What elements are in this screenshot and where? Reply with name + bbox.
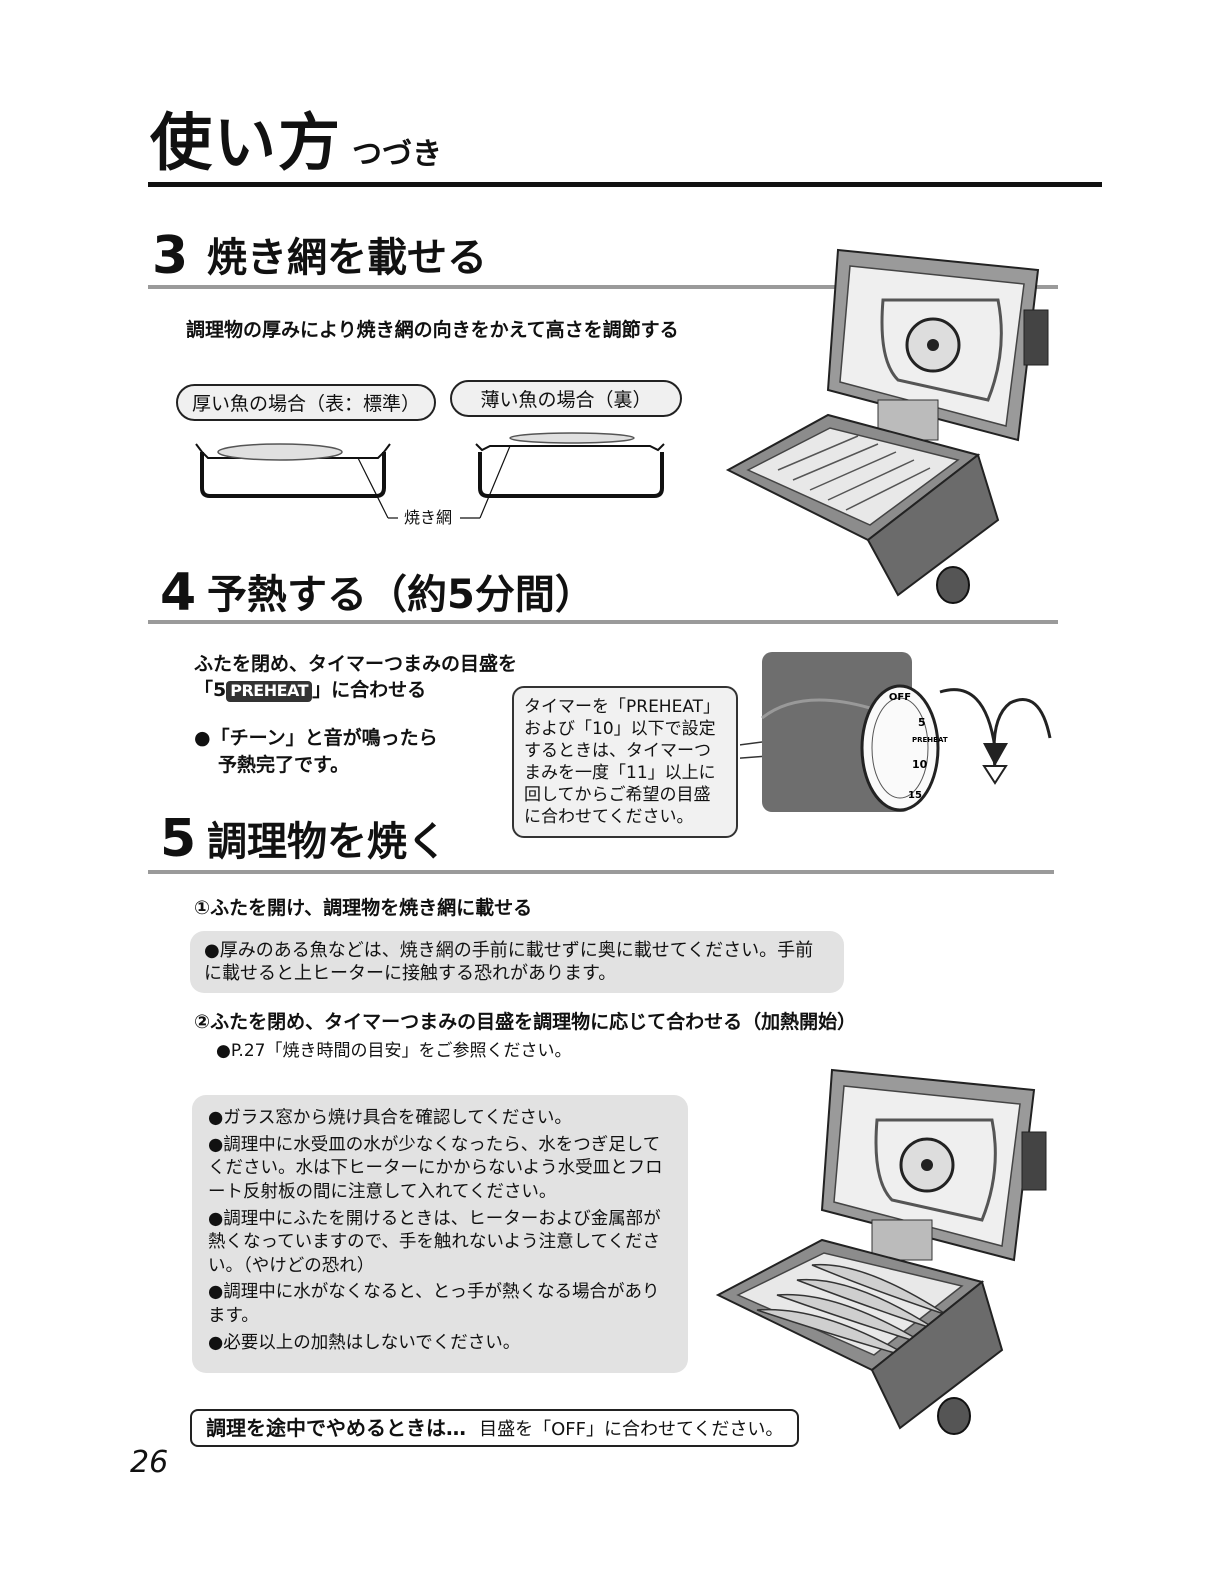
hinge	[871, 1219, 933, 1261]
dial-label-10: 10	[912, 758, 928, 771]
cooking-note-5: ●必要以上の加熱はしないでください。	[208, 1332, 521, 1353]
section4-note-line1: ●「チーン」と音が鳴ったら	[194, 727, 438, 749]
step1-note-box: ●厚みのある魚などは、焼き網の手前に載せずに奥に載せてください。手前に載せると上…	[190, 931, 844, 993]
page-title-sub: つづき	[352, 137, 443, 172]
section4-number: 4	[160, 563, 197, 623]
rack-label: 焼き網	[404, 508, 453, 527]
section3-number: 3	[152, 226, 189, 286]
arrow-cw	[939, 688, 997, 749]
grill-rack	[746, 427, 960, 526]
section5-step2-note: ●P.27「焼き時間の目安」をご参照ください。	[216, 1041, 572, 1061]
cooking-notes-box: ●ガラス窓から焼け具合を確認してください。 ●調理中に水受皿の水が少なくなったら…	[192, 1095, 688, 1373]
thick-fish	[217, 443, 343, 461]
timer-dial-illustration: OFF 5 PREHEAT 10 15	[740, 652, 1052, 812]
section3-title: 焼き網を載せる	[207, 235, 487, 281]
page-title: 使い方つづき	[150, 112, 442, 174]
appliance-illustration-top	[725, 248, 1049, 604]
thin-rack	[475, 443, 665, 452]
section3-desc: 調理物の厚みにより焼き網の向きをかえて高さを調節する	[186, 319, 679, 341]
preheat-badge: PREHEAT	[226, 681, 313, 702]
appliance-illustration-bottom	[715, 1068, 1047, 1435]
timer-callout: タイマーを「PREHEAT」および「10」以下で設定するときは、タイマーつまみを…	[512, 686, 738, 838]
section4-note-line2: 予熱完了です。	[218, 754, 350, 776]
dial-label-preheat: PREHEAT	[912, 736, 948, 744]
timer-dial	[860, 684, 940, 812]
side-handle	[1023, 309, 1049, 366]
section4-instr-line1: ふたを閉め、タイマーつまみの目盛を	[194, 653, 518, 675]
thin-fish	[509, 432, 635, 444]
heater-coil	[874, 1118, 997, 1222]
control-body	[870, 1280, 1004, 1430]
dial-label-15: 15	[908, 790, 922, 801]
thick-tray	[200, 452, 386, 498]
cooking-note-1: ●ガラス窓から焼け具合を確認してください。	[208, 1108, 572, 1128]
arrow-ccw	[992, 698, 1052, 769]
grill-rack	[736, 1252, 964, 1356]
step1-note: ●厚みのある魚などは、焼き網の手前に載せずに奥に載せてください。手前に載せると上…	[204, 940, 814, 985]
title-rule	[148, 182, 1102, 187]
heater-coil	[880, 298, 1003, 402]
stop-cooking-text: 目盛を「OFF」に合わせてください。	[479, 1419, 784, 1440]
rack-diagram	[195, 432, 665, 519]
case-thick-pill: 厚い魚の場合（表：標準）	[176, 384, 437, 421]
dial-label-off: OFF	[889, 692, 911, 703]
section4-rule	[148, 620, 1058, 624]
section5-title: 調理物を焼く	[207, 819, 447, 865]
section4-title: 予熱する（約5分間）	[207, 572, 595, 618]
dial-label-5: 5	[918, 716, 926, 729]
timer-knob	[936, 566, 970, 604]
side-handle	[1021, 1131, 1047, 1191]
case-thin-pill: 薄い魚の場合（裏）	[450, 380, 682, 417]
control-body	[866, 453, 1000, 597]
timer-knob	[937, 1397, 971, 1435]
stop-cooking-label: 調理を途中でやめるときは…	[206, 1416, 466, 1440]
section5-step1: ①ふたを開け、調理物を焼き網に載せる	[194, 897, 533, 919]
page-number: 26	[130, 1445, 169, 1480]
section3-rule	[148, 285, 1058, 289]
cooking-note-2: ●調理中に水受皿の水が少なくなったら、水をつぎ足してください。水は下ヒーターにか…	[208, 1134, 663, 1202]
section5-number: 5	[160, 809, 197, 869]
page-title-main: 使い方	[150, 106, 343, 179]
stop-cooking-pill: 調理を途中でやめるときは… 目盛を「OFF」に合わせてください。	[190, 1409, 800, 1448]
cooking-note-3: ●調理中にふたを開けるときは、ヒーターおよび金属部が熱くなっていますので、手を触…	[208, 1208, 661, 1276]
thin-tray	[478, 452, 664, 498]
fish-group	[756, 1263, 948, 1359]
section5-step2: ②ふたを閉め、タイマーつまみの目盛を調理物に応じて合わせる（加熱開始）	[194, 1011, 857, 1033]
cooking-note-4: ●調理中に水がなくなると、とっ手が熱くなる場合があります。	[208, 1282, 660, 1326]
section5-rule	[148, 870, 1054, 874]
